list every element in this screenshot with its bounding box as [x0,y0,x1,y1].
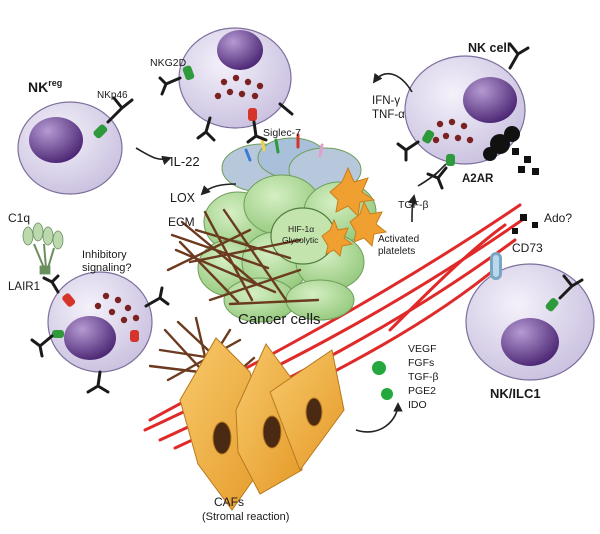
nk-ilc1-cell [465,252,595,381]
label-platelets: platelets [378,246,415,257]
activated-platelets [321,166,388,258]
label-tnf: TNF-α [372,109,405,121]
label-tgfb-caf: TGF-β [408,371,439,383]
label-ifn: IFN-γ [372,95,400,107]
label-nk-ilc1: NK/ILC1 [490,386,541,401]
label-lair1: LAIR1 [8,281,40,293]
label-nk-cell: NK cell [468,41,510,55]
caf-secreted-granules [372,361,393,400]
label-siglec7: Siglec-7 [263,127,301,139]
labels: NKreg NKp46 IL-22 NKG2D Siglec-7 NK cell… [8,41,572,523]
adenosine-molecules [512,148,539,234]
label-vegf: VEGF [408,343,437,355]
label-ido: IDO [408,399,427,411]
label-cafs: CAFs [214,495,244,509]
label-ecm: ECM [168,215,195,229]
label-stromal: (Stromal reaction) [202,511,289,523]
label-cancer-cells: Cancer cells [238,311,321,328]
label-signaling: signaling? [82,262,132,274]
cafs [179,337,345,511]
label-fgfs: FGFs [408,357,434,369]
label-nkg2d: NKG2D [150,57,187,69]
nk-cell-lair1 [30,271,170,394]
a2ar-receptor [483,126,520,161]
label-nkreg: NKreg [28,78,62,95]
label-cd73: CD73 [512,241,543,255]
c1q-molecule [22,222,64,275]
nk-cell-top [158,27,294,144]
label-il22: IL-22 [170,154,200,169]
label-activated: Activated [378,234,419,245]
label-tgfb-top: TGF-β [398,199,429,211]
label-glycolytic: Glycolytic [282,235,319,245]
nk-cell-right [396,42,530,190]
arrows [135,72,447,433]
label-inhibitory: Inhibitory [82,249,127,261]
label-nkp46: NKp46 [97,90,128,101]
label-pge2: PGE2 [408,385,436,397]
label-hif: HIF-1α [288,224,314,234]
label-ado: Ado? [544,211,572,225]
label-lox: LOX [170,191,196,205]
label-a2ar: A2AR [462,173,494,185]
label-c1q: C1q [8,211,30,225]
nkreg-cell [17,96,134,195]
